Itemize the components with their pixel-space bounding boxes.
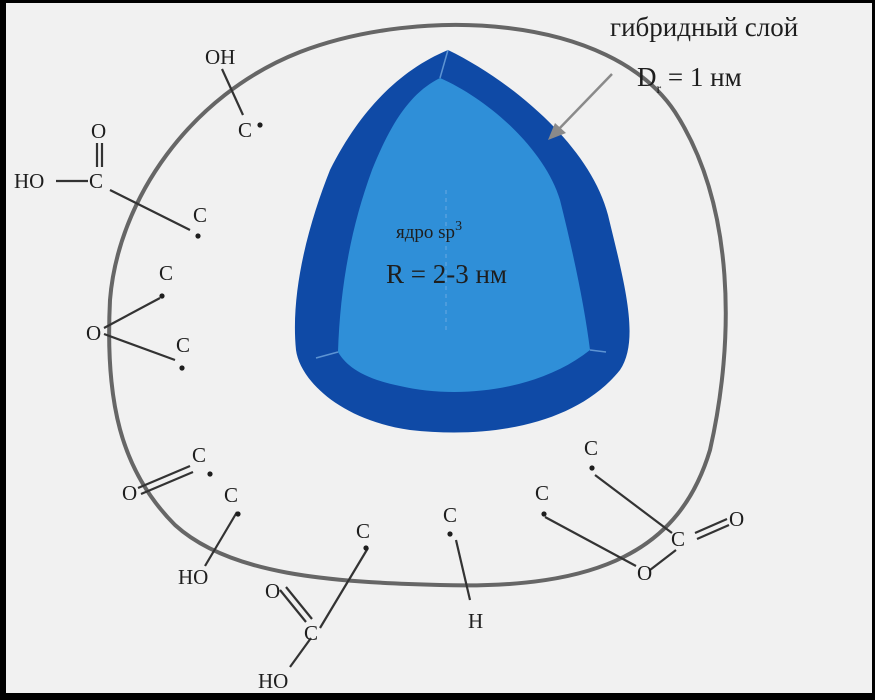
hybrid-layer-arrow (555, 73, 613, 133)
particle-outer-shell (107, 22, 728, 588)
radical-dot (363, 545, 369, 551)
radical-dot (159, 293, 165, 299)
atom-oh-top: OH (205, 45, 235, 69)
atom-c-carboxyl-left: C (89, 169, 103, 193)
atom-ho-bottom-carboxyl: HO (258, 669, 288, 693)
atom-c-lactone-left: C (535, 481, 549, 505)
core-label: ядро sp3 (396, 219, 462, 243)
atom-c-hydroxyl-bottom: C (224, 483, 238, 507)
atom-c-left-1: C (193, 203, 207, 227)
radius-label: R = 2-3 нм (386, 259, 507, 289)
sp3-core (338, 78, 590, 392)
atom-c-lactone-center: C (671, 527, 685, 551)
facet-line-right (589, 349, 607, 353)
radical-dot (179, 365, 185, 371)
atom-o-epoxy: O (86, 321, 101, 345)
atom-o-carboxyl-left: O (91, 119, 106, 143)
radical-dot (257, 122, 263, 128)
atom-c-top: C (238, 118, 252, 142)
atom-o-carbonyl: O (122, 481, 137, 505)
atom-ho-carboxyl-left: HO (14, 169, 44, 193)
radical-dots (159, 122, 595, 551)
hybrid-layer-label: гибридный слой (610, 12, 798, 42)
bond-lines (56, 68, 730, 668)
atom-c-epoxy-bottom: C (176, 333, 190, 357)
atom-c-carbonyl: C (192, 443, 206, 467)
facet-line-top (439, 49, 449, 79)
atom-o-lactone-dbl: O (729, 507, 744, 531)
radical-dot (207, 471, 213, 477)
atom-c-bottom-carboxyl: C (356, 519, 370, 543)
atom-c-lactone-top: C (584, 436, 598, 460)
radical-dot (589, 465, 595, 471)
atom-c-ch: C (443, 503, 457, 527)
dr-label: Dr = 1 нм (637, 62, 742, 97)
arrow-head (548, 123, 566, 140)
atom-ho-bottom: HO (178, 565, 208, 589)
atom-c-epoxy-top: C (159, 261, 173, 285)
radical-dot (447, 531, 453, 537)
atom-h-ch: H (468, 609, 483, 633)
atom-o-bottom-carboxyl: O (265, 579, 280, 603)
atom-o-lactone-ring: O (637, 561, 652, 585)
atom-c-bottom-carboxyl-center: C (304, 621, 318, 645)
radical-dot (541, 511, 547, 517)
facet-line-left (315, 351, 339, 359)
radical-dot (195, 233, 201, 239)
radical-dot (235, 511, 241, 517)
